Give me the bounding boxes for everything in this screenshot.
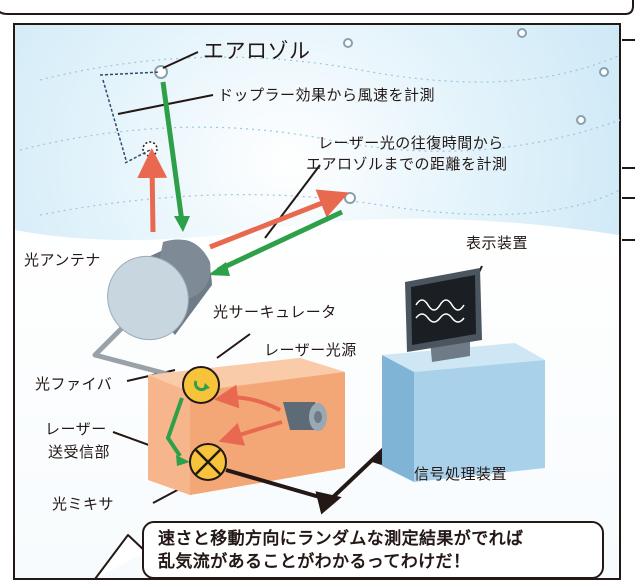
outgoing-beams xyxy=(137,148,349,250)
label-signal-processor: 信号処理装置 xyxy=(414,465,508,483)
label-aerosol: エアロゾル xyxy=(203,39,311,63)
laser-source xyxy=(283,402,327,431)
return-beam-diagonal xyxy=(216,209,344,273)
optical-fiber xyxy=(92,320,191,383)
label-fiber: 光ファイバ xyxy=(35,375,113,393)
label-mixer: 光ミキサ xyxy=(52,495,115,513)
doppler-bracket xyxy=(99,71,161,164)
label-transceiver-line2: 送受信部 xyxy=(48,443,111,461)
aerosol-particles xyxy=(154,28,609,204)
label-doppler: ドップラー効果から風速を計測 xyxy=(218,86,436,104)
outgoing-beam-vertical xyxy=(137,148,168,233)
label-circulator: 光サーキュレータ xyxy=(213,303,337,321)
label-laser-source: レーザー光源 xyxy=(264,341,357,359)
optical-circulator xyxy=(182,366,220,404)
wind-lines xyxy=(19,54,621,216)
label-roundtrip-line2: エアロゾルまでの距離を計測 xyxy=(306,155,508,173)
optical-antenna xyxy=(107,239,212,341)
speech-bubble-line2: 乱気流があることがわかるってわけだ！ xyxy=(158,552,471,572)
speech-bubble-tail xyxy=(94,534,147,580)
label-display: 表示装置 xyxy=(466,234,529,252)
return-beams xyxy=(160,81,344,276)
label-transceiver-line1: レーザー xyxy=(45,420,107,438)
internal-beams xyxy=(165,384,283,466)
label-antenna: 光アンテナ xyxy=(24,251,101,269)
label-roundtrip-line1: レーザー光の往復時間から xyxy=(318,134,504,152)
optical-mixer xyxy=(189,443,227,481)
speech-bubble: 速さと移動方向にランダムな測定結果がでれば 乱気流があることがわかるってわけだ！ xyxy=(142,521,604,579)
adjacent-panel-edges xyxy=(622,39,635,241)
display-device xyxy=(405,268,482,362)
aerosol-previous-position xyxy=(142,141,158,157)
speech-bubble-line1: 速さと移動方向にランダムな測定結果がでれば xyxy=(158,529,524,549)
signal-processor xyxy=(382,343,545,482)
return-beam-vertical xyxy=(160,81,185,223)
outgoing-beam-diagonal xyxy=(209,189,349,250)
top-panel-border xyxy=(0,0,634,15)
